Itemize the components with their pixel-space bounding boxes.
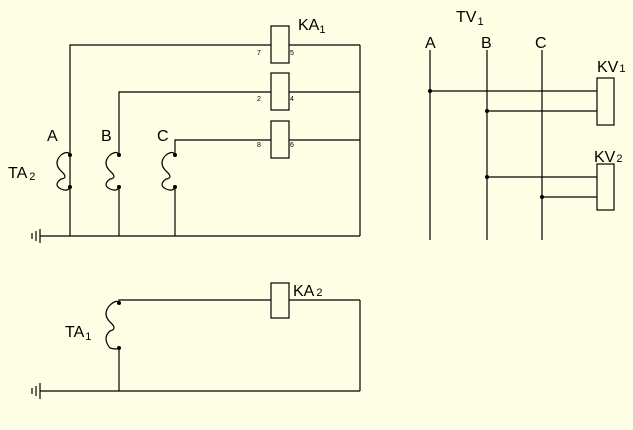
- ta2-label-sub: 2: [29, 171, 35, 183]
- pin-label: 5: [290, 50, 294, 57]
- ta2-ka1-circuit: 7 5 2 4 8 6 KA1 A: [8, 17, 361, 243]
- kv2-label-main: KV: [594, 149, 616, 166]
- wire-phase-a: [69, 44, 271, 187]
- ct-coil-c: [161, 151, 177, 191]
- ta2-label-main: TA: [8, 165, 28, 182]
- ct-coil-b: [105, 151, 121, 191]
- kv2-coil: [596, 163, 615, 211]
- ka1-coil-top: [270, 25, 290, 64]
- phase-label-b: B: [101, 128, 112, 145]
- tv1-label-sub: 1: [477, 16, 483, 28]
- ka2-label-sub: 2: [316, 287, 322, 299]
- kv1-label-sub: 1: [619, 63, 625, 75]
- tv1-kv-circuit: A B C TV1 KV1 KV2: [425, 9, 625, 240]
- ka2-label-main: KA: [293, 283, 315, 300]
- ground-symbol-bottom: [31, 383, 41, 399]
- kv1-label-main: KV: [597, 59, 619, 76]
- ka1-coil-middle: [270, 72, 290, 111]
- wire-phase-b: [118, 91, 271, 155]
- pin-label: 8: [257, 142, 261, 149]
- wire-phase-c: [174, 139, 271, 155]
- pin-label: 2: [257, 96, 261, 103]
- ka1-label-sub: 1: [319, 24, 325, 36]
- bus-label-c: C: [535, 35, 547, 52]
- ground-symbol-top: [31, 229, 41, 243]
- ct-coil-ta1: [105, 300, 121, 350]
- tv1-label: TV1: [456, 9, 484, 28]
- kv1-coil: [596, 77, 615, 126]
- ka1-label: KA1: [298, 17, 325, 36]
- ka2-coil: [270, 282, 290, 319]
- kv1-label: KV1: [597, 59, 625, 76]
- ta1-label-sub: 1: [85, 331, 91, 343]
- tv1-label-main: TV: [456, 9, 477, 26]
- ta1-label-main: TA: [65, 324, 85, 341]
- kv2-label-sub: 2: [616, 153, 622, 165]
- phase-label-a: A: [47, 128, 58, 145]
- ka1-label-main: KA: [298, 17, 320, 34]
- kv2-label: KV2: [594, 149, 622, 166]
- bus-label-b: B: [481, 35, 492, 52]
- pin-label: 6: [290, 142, 294, 149]
- pin-label: 7: [257, 50, 261, 57]
- pin-label: 4: [290, 96, 294, 103]
- ka1-coil-bottom: [270, 120, 290, 159]
- ct-coil-a: [56, 151, 72, 191]
- phase-label-c: C: [157, 128, 169, 145]
- ta1-label: TA1: [65, 324, 91, 343]
- bus-label-a: A: [425, 35, 436, 52]
